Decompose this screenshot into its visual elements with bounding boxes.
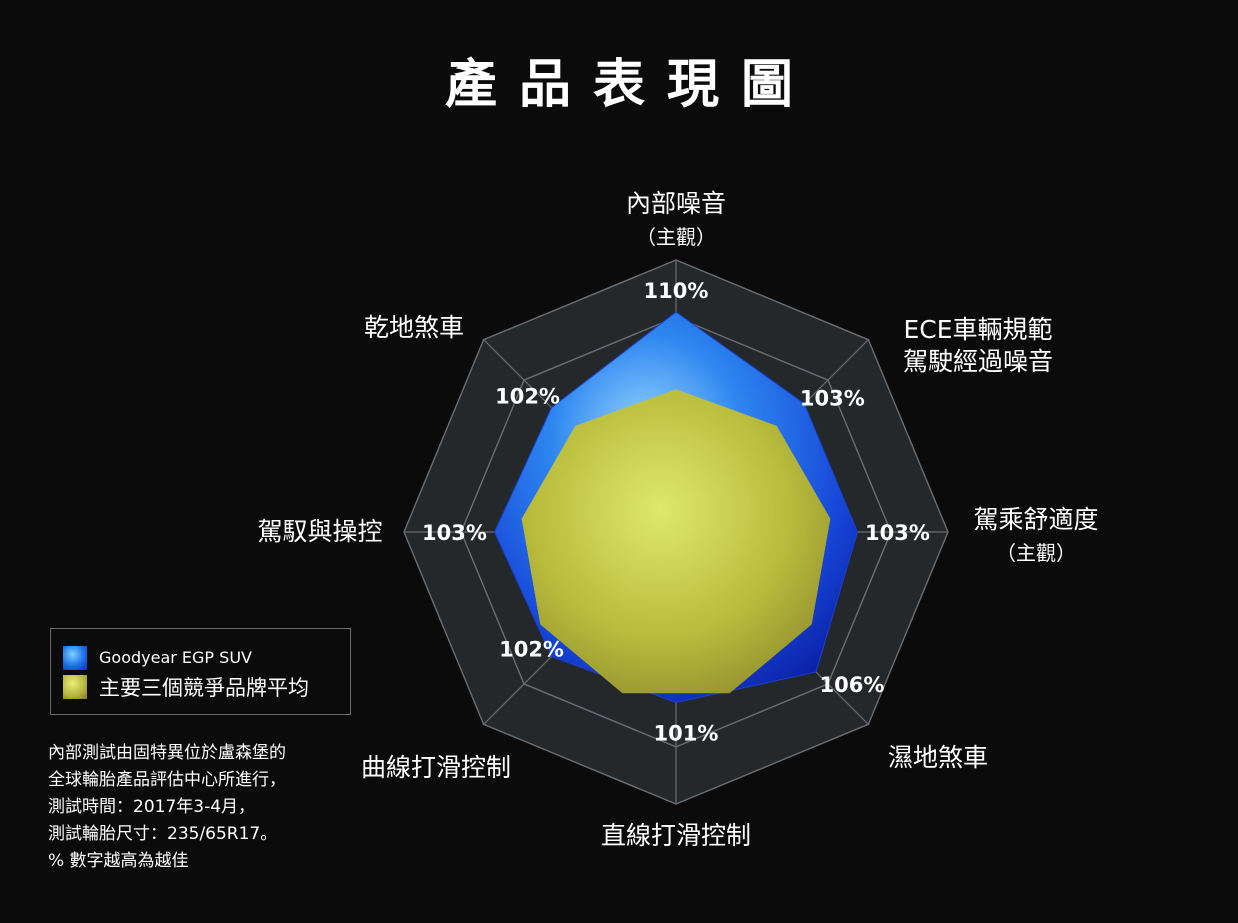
- legend-item-goodyear: Goodyear EGP SUV: [63, 643, 338, 672]
- footnote-line: 內部測試由固特異位於盧森堡的: [48, 743, 286, 763]
- series-competitors-area: [521, 389, 831, 694]
- value-label: 110%: [644, 279, 709, 303]
- axis-label: 駕乘舒適度: [973, 505, 1098, 534]
- value-label: 103%: [865, 521, 930, 545]
- footnote-line: 測試時間：2017年3-4月，: [48, 797, 256, 817]
- value-label: 101%: [654, 722, 719, 746]
- axis-sublabel: （主觀）: [996, 541, 1076, 565]
- axis-label: 曲線打滑控制: [361, 753, 511, 782]
- legend-label: Goodyear EGP SUV: [99, 648, 252, 667]
- value-label: 103%: [800, 387, 865, 411]
- footnote-line: % 數字越高為越佳: [48, 851, 189, 871]
- footnote: 內部測試由固特異位於盧森堡的 全球輪胎產品評估中心所進行， 測試時間：2017年…: [48, 740, 286, 875]
- legend-label: 主要三個競爭品牌平均: [99, 675, 309, 700]
- legend-swatch-blue: [63, 645, 87, 670]
- legend-item-competitors: 主要三個競爭品牌平均: [63, 672, 338, 701]
- value-label: 103%: [422, 521, 487, 545]
- footnote-line: 測試輪胎尺寸：235/65R17。: [48, 824, 278, 844]
- radar-series: [493, 311, 859, 704]
- radar-value-labels: 110% 103% 103% 106% 101% 102% 103% 102%: [422, 279, 930, 746]
- axis-label: 乾地煞車: [364, 313, 464, 342]
- axis-label: ECE車輛規範: [903, 315, 1052, 344]
- footnote-line: 全球輪胎產品評估中心所進行，: [48, 770, 286, 790]
- axis-sublabel: （主觀）: [636, 225, 716, 249]
- axis-sublabel: 駕駛經過噪音: [903, 347, 1053, 376]
- value-label: 102%: [499, 637, 564, 661]
- axis-label: 濕地煞車: [888, 743, 988, 772]
- legend-swatch-yellow: [63, 674, 87, 699]
- value-label: 102%: [495, 385, 560, 409]
- page-title: 產品表現圖: [444, 55, 815, 115]
- axis-label: 駕馭與操控: [257, 517, 382, 546]
- axis-label: 內部噪音: [626, 189, 726, 218]
- axis-label: 直線打滑控制: [601, 821, 751, 850]
- chart-legend: Goodyear EGP SUV 主要三個競爭品牌平均: [50, 628, 351, 715]
- value-label: 106%: [820, 673, 885, 697]
